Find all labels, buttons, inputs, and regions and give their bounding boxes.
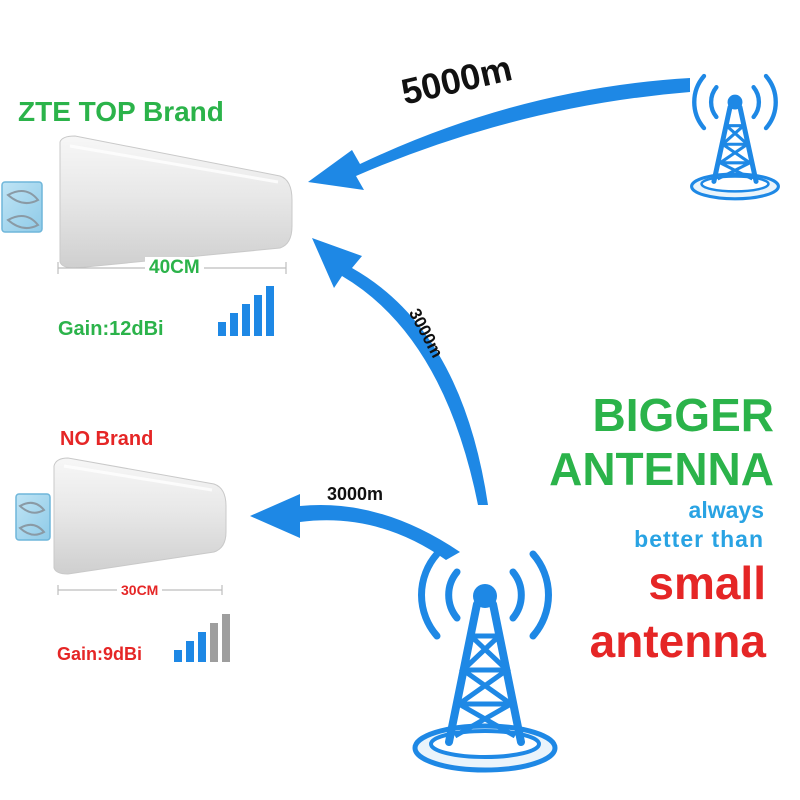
log-periodic-antenna-icon — [15, 457, 227, 575]
headline-antenna-lower: antenna — [589, 615, 766, 667]
signal-bar — [198, 632, 206, 662]
headline-antenna: ANTENNA — [549, 443, 774, 495]
log-periodic-antenna-icon — [1, 135, 293, 269]
top-antenna-size: 40CM — [145, 257, 204, 279]
bottom-antenna-gain: Gain:9dBi — [57, 644, 143, 664]
arrow-icon — [250, 494, 460, 560]
signal-bar — [186, 641, 194, 662]
headline-always: always — [688, 497, 764, 523]
arrow-icon — [308, 78, 690, 190]
distance-label-near: 3000m — [327, 484, 384, 504]
signal-bar — [174, 650, 182, 662]
signal-bar — [242, 304, 250, 336]
headline-bigger: BIGGER — [592, 389, 774, 441]
cell-tower-icon — [690, 73, 780, 201]
signal-bar — [266, 286, 274, 336]
signal-bar — [230, 313, 238, 336]
signal-strength-icon — [174, 614, 230, 662]
signal-bar — [222, 614, 230, 662]
signal-strength-icon — [218, 286, 274, 336]
bottom-antenna-brand: NO Brand — [60, 428, 154, 450]
arrow-icon — [312, 238, 488, 505]
top-antenna-gain: Gain:12dBi — [58, 318, 164, 340]
bottom-antenna-size: 30CM — [117, 582, 163, 598]
signal-bar — [218, 322, 226, 336]
headline-small: small — [648, 557, 766, 609]
top-antenna-brand: ZTE TOP Brand — [18, 96, 224, 127]
signal-bar — [254, 295, 262, 336]
cell-tower-icon — [412, 550, 558, 773]
signal-bar — [210, 623, 218, 662]
headline-better-than: better than — [634, 526, 764, 552]
